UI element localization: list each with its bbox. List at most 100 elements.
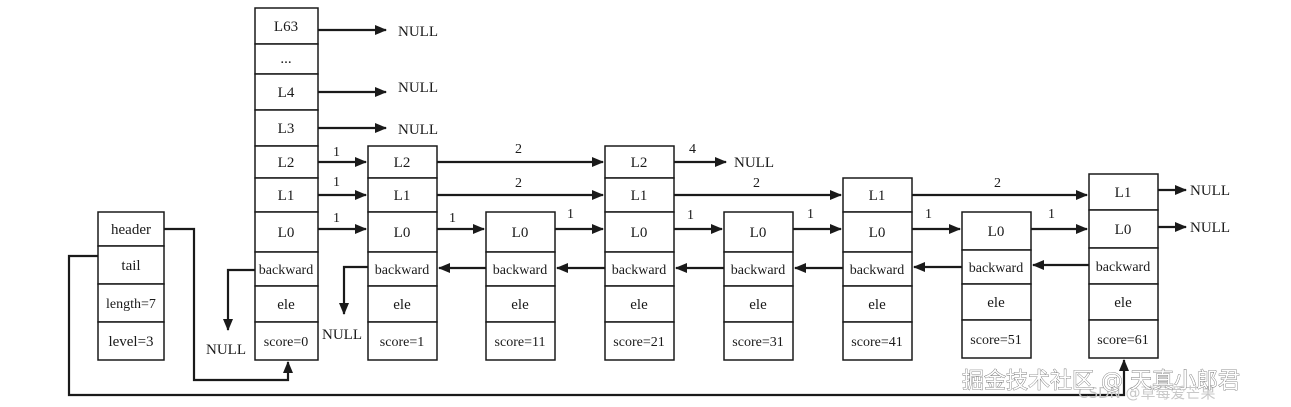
node-5-l1-label: L1 bbox=[869, 188, 886, 204]
skiplist-node-2: L0 backward ele score=11 bbox=[485, 211, 556, 361]
node-4-cell-score bbox=[723, 321, 794, 361]
header-node-ellipsis-label: ... bbox=[280, 51, 291, 67]
struct-cell-tail bbox=[97, 245, 165, 285]
l0-span-1f: 1 bbox=[925, 207, 932, 222]
l0-span-1a: 1 bbox=[333, 211, 340, 226]
node-4-l0-label: L0 bbox=[750, 225, 767, 241]
header-node-score-label: score=0 bbox=[264, 335, 308, 350]
watermark-main-text: 掘金技术社区 @ 天真小郎君 bbox=[962, 369, 1240, 394]
l63-null-label: NULL bbox=[398, 24, 438, 40]
node-3-ele-label: ele bbox=[630, 297, 648, 313]
node-6-l0-label: L0 bbox=[988, 224, 1005, 240]
node-6-cell-ele bbox=[961, 283, 1032, 321]
node-6-ele-label: ele bbox=[987, 295, 1005, 311]
level-0-pointers: 1 1 1 1 1 1 1 NULL bbox=[318, 207, 1230, 236]
l0-span-1g: 1 bbox=[1048, 207, 1055, 222]
node-5-cell-score bbox=[842, 321, 913, 361]
l2-null-label: NULL bbox=[734, 155, 774, 171]
header-node-ele-label: ele bbox=[277, 297, 295, 313]
node-1-backward-label: backward bbox=[375, 263, 429, 278]
l1-span-2b: 2 bbox=[753, 176, 760, 191]
l0-null-label: NULL bbox=[1190, 220, 1230, 236]
node-2-cell-l0 bbox=[485, 211, 556, 253]
l4-null-label: NULL bbox=[398, 80, 438, 96]
backward-node1-to-null bbox=[339, 265, 368, 315]
skiplist-node-5: L1 L0 backward ele score=41 bbox=[842, 177, 913, 361]
struct-tail-label: tail bbox=[121, 258, 140, 274]
node-1-l0-label: L0 bbox=[394, 225, 411, 241]
skiplist-node-3: L2 L1 L0 backward ele score=21 bbox=[604, 145, 675, 361]
node-3-l2-label: L2 bbox=[631, 155, 648, 171]
node-4-ele-label: ele bbox=[749, 297, 767, 313]
node-3-score-label: score=21 bbox=[613, 335, 664, 350]
node-3-l0-label: L0 bbox=[631, 225, 648, 241]
l1-span-2c: 2 bbox=[994, 176, 1001, 191]
l1-span-2a: 2 bbox=[515, 176, 522, 191]
node-5-cell-backward bbox=[842, 251, 913, 287]
node-1-score-label: score=1 bbox=[380, 335, 424, 350]
header-node-backward-label: backward bbox=[259, 263, 313, 278]
header-upper-null-pointers: NULL NULL NULL bbox=[318, 24, 438, 138]
header-pointer-arrow bbox=[164, 227, 293, 382]
node-1-ele-label: ele bbox=[393, 297, 411, 313]
l2-span-4: 4 bbox=[689, 142, 696, 157]
node-2-ele-label: ele bbox=[511, 297, 529, 313]
node-4-score-label: score=31 bbox=[732, 335, 783, 350]
skiplist-struct: header tail length=7 level=3 bbox=[97, 211, 165, 361]
node-3-cell-ele bbox=[604, 285, 675, 323]
node-2-backward-label: backward bbox=[493, 263, 547, 278]
node-7-cell-score bbox=[1088, 319, 1159, 359]
l2-span-1: 1 bbox=[333, 145, 340, 160]
node-1-l2-label: L2 bbox=[394, 155, 411, 171]
header-node-cell-ellipsis bbox=[254, 43, 319, 75]
level-2-pointers: 1 2 4 NULL bbox=[318, 142, 774, 171]
struct-length-label: length=7 bbox=[106, 297, 156, 312]
header-node-l0-label: L0 bbox=[278, 225, 295, 241]
node-3-cell-l0 bbox=[604, 211, 675, 253]
l2-span-2: 2 bbox=[515, 142, 522, 157]
node-1-cell-score bbox=[367, 321, 438, 361]
node-7-cell-backward bbox=[1088, 247, 1159, 285]
node-3-cell-score bbox=[604, 321, 675, 361]
node-3-l1-label: L1 bbox=[631, 188, 648, 204]
backward-header-null-label: NULL bbox=[206, 342, 246, 358]
header-node-l3-label: L3 bbox=[278, 121, 295, 137]
node-1-l1-label: L1 bbox=[394, 188, 411, 204]
backward-header-to-null bbox=[223, 268, 255, 331]
node-6-cell-score bbox=[961, 319, 1032, 359]
node-2-score-label: score=11 bbox=[495, 335, 546, 350]
node-7-l0-label: L0 bbox=[1115, 222, 1132, 238]
node-2-cell-score bbox=[485, 321, 556, 361]
header-node-cell-l1 bbox=[254, 177, 319, 213]
l3-null-label: NULL bbox=[398, 122, 438, 138]
header-node-l1-label: L1 bbox=[278, 188, 295, 204]
l0-span-1c: 1 bbox=[567, 207, 574, 222]
l0-span-1d: 1 bbox=[687, 208, 694, 223]
node-5-ele-label: ele bbox=[868, 297, 886, 313]
l1-null-label: NULL bbox=[1190, 183, 1230, 199]
header-node-l63-label: L63 bbox=[274, 19, 298, 35]
struct-level-label: level=3 bbox=[108, 334, 153, 350]
skiplist-node-4: L0 backward ele score=31 bbox=[723, 211, 794, 361]
node-2-cell-backward bbox=[485, 251, 556, 287]
struct-pointers bbox=[67, 227, 1129, 397]
node-7-backward-label: backward bbox=[1096, 260, 1150, 275]
watermark: CSDN @草莓爱芒果 掘金技术社区 @ 天真小郎君 bbox=[962, 369, 1241, 402]
node-7-l1-label: L1 bbox=[1115, 185, 1132, 201]
l0-span-1b: 1 bbox=[449, 211, 456, 226]
node-5-l0-label: L0 bbox=[869, 225, 886, 241]
header-node-cell-score bbox=[254, 321, 319, 361]
node-7-ele-label: ele bbox=[1114, 295, 1132, 311]
node-1-cell-l0 bbox=[367, 211, 438, 253]
node-4-backward-label: backward bbox=[731, 263, 785, 278]
header-node: L63 ... L4 L3 L2 L1 L0 backward ele scor… bbox=[254, 7, 319, 361]
l0-span-1e: 1 bbox=[807, 207, 814, 222]
header-node-l2-label: L2 bbox=[278, 155, 295, 171]
skiplist-node-6: L0 backward ele score=51 bbox=[961, 211, 1032, 359]
node-1-cell-ele bbox=[367, 285, 438, 323]
node-5-score-label: score=41 bbox=[851, 335, 902, 350]
node-2-cell-ele bbox=[485, 285, 556, 323]
node-7-cell-ele bbox=[1088, 283, 1159, 321]
node-4-cell-ele bbox=[723, 285, 794, 323]
